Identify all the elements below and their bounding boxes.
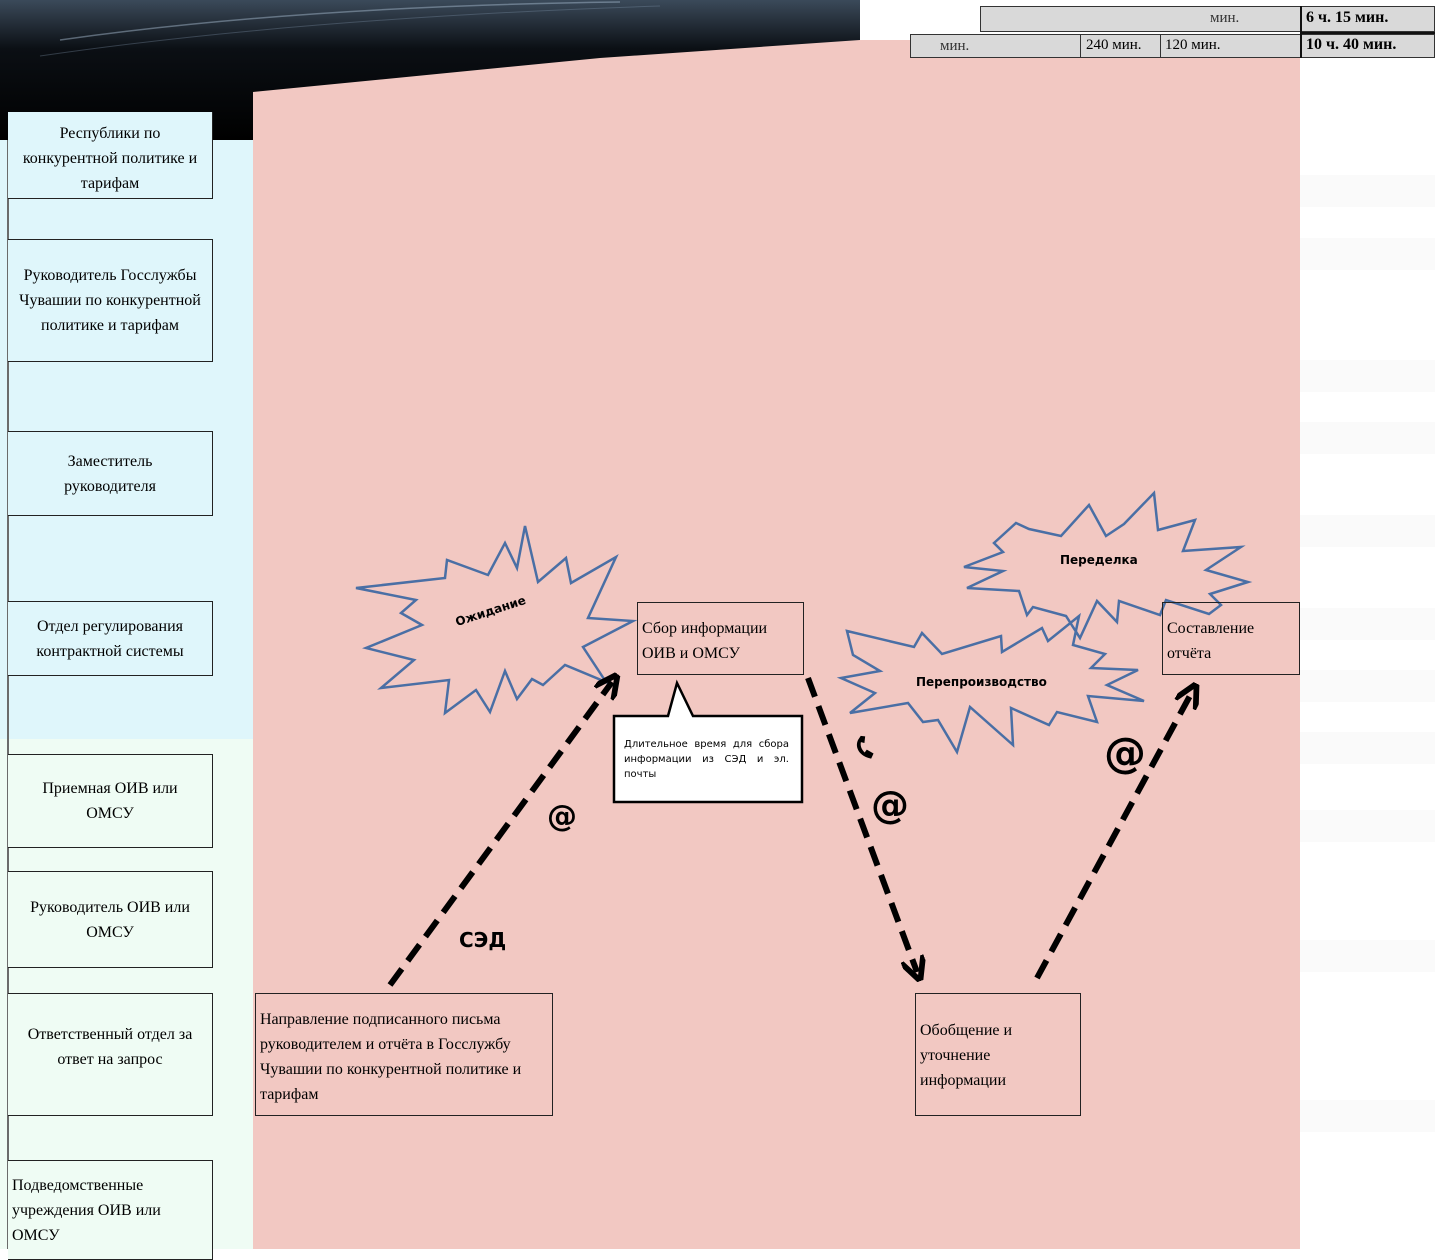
burst-waiting	[355, 525, 638, 716]
process-summarize-info: Обобщение и уточнение информации	[915, 993, 1081, 1116]
process-send-text: Направление подписанного письма руководи…	[260, 1011, 522, 1103]
right-stripes	[1300, 60, 1435, 1249]
arrow-summarize-to-report	[1034, 692, 1192, 980]
lane-label-subordinate: Подведомственные учреждения ОИВ или ОМСУ	[8, 1160, 213, 1260]
label-email-2: @	[871, 783, 909, 827]
label-email-3: @	[1104, 728, 1146, 777]
arrow-send-to-collect	[387, 682, 612, 987]
lane-label-text: Отдел регулирования контрактной системы	[36, 617, 184, 660]
process-compose-report: Составление отчёта	[1162, 602, 1300, 675]
callout-bubble	[612, 679, 804, 804]
canvas-area	[253, 40, 1300, 1249]
top-table: мин. 6 ч. 15 мин. мин. 240 мин. 120 мин.…	[600, 0, 1435, 62]
label-sed: СЭД	[459, 928, 507, 952]
table-row2-cell-240: 240 мин.	[1086, 37, 1142, 53]
phone-icon	[856, 735, 874, 759]
table-row1-total: 6 ч. 15 мин.	[1306, 9, 1389, 26]
process-send-letter: Направление подписанного письма руководи…	[255, 993, 553, 1116]
lane-label-responsible-dept: Ответственный отдел за ответ на запрос	[8, 993, 213, 1116]
lane-label-text: Республики по конкурентной политике и та…	[22, 125, 198, 192]
burst-rework	[963, 490, 1253, 641]
burst-overproduction	[836, 612, 1145, 756]
arrow-collect-to-summarize	[805, 676, 917, 972]
lane-label-oiv-head: Руководитель ОИВ или ОМСУ	[8, 871, 213, 968]
burst-overproduction-label: Перепроизводство	[916, 675, 1047, 689]
process-report-text: Составление отчёта	[1167, 620, 1255, 662]
process-collect-info: Сбор информации ОИВ и ОМСУ	[637, 602, 804, 675]
table-row2-cell-partial: мин.	[940, 38, 970, 54]
lane-label-head-gosluzhba: Руководитель Госслужбы Чувашии по конкур…	[8, 239, 213, 362]
lane-label-text: Руководитель Госслужбы Чувашии по конкур…	[19, 267, 201, 334]
lane-label-text: Ответственный отдел за ответ на запрос	[27, 1026, 193, 1068]
lane-label-text: Подведомственные учреждения ОИВ или ОМСУ	[12, 1177, 161, 1244]
lane-column-border	[7, 105, 9, 1249]
lane-label-reception: Приемная ОИВ или ОМСУ	[8, 754, 213, 848]
lane-label-text: Приемная ОИВ или ОМСУ	[42, 780, 178, 822]
table-row-2	[910, 34, 1435, 58]
lane-label-competition-ministry: Республики по конкурентной политике и та…	[8, 112, 213, 199]
slide-corner	[0, 0, 860, 140]
lane-label-deputy-head: Заместитель руководителя	[8, 431, 213, 516]
table-row2-cell-120: 120 мин.	[1165, 37, 1221, 53]
burst-rework-label: Переделка	[1060, 553, 1138, 567]
lane-label-contract-department: Отдел регулирования контрактной системы	[8, 601, 213, 676]
lane-label-text: Руководитель ОИВ или ОМСУ	[30, 898, 190, 941]
table-row-1	[980, 6, 1435, 32]
process-summarize-text: Обобщение и уточнение информации	[920, 1022, 1013, 1089]
table-row1-cell-partial: мин.	[1210, 10, 1240, 26]
lane-label-text: Заместитель руководителя	[64, 452, 156, 495]
table-row2-total: 10 ч. 40 мин.	[1306, 36, 1397, 53]
label-email-1: @	[547, 799, 577, 834]
process-collect-text: Сбор информации ОИВ и ОМСУ	[642, 620, 768, 662]
callout-text: Длительное время для сбора информации из…	[624, 739, 789, 780]
